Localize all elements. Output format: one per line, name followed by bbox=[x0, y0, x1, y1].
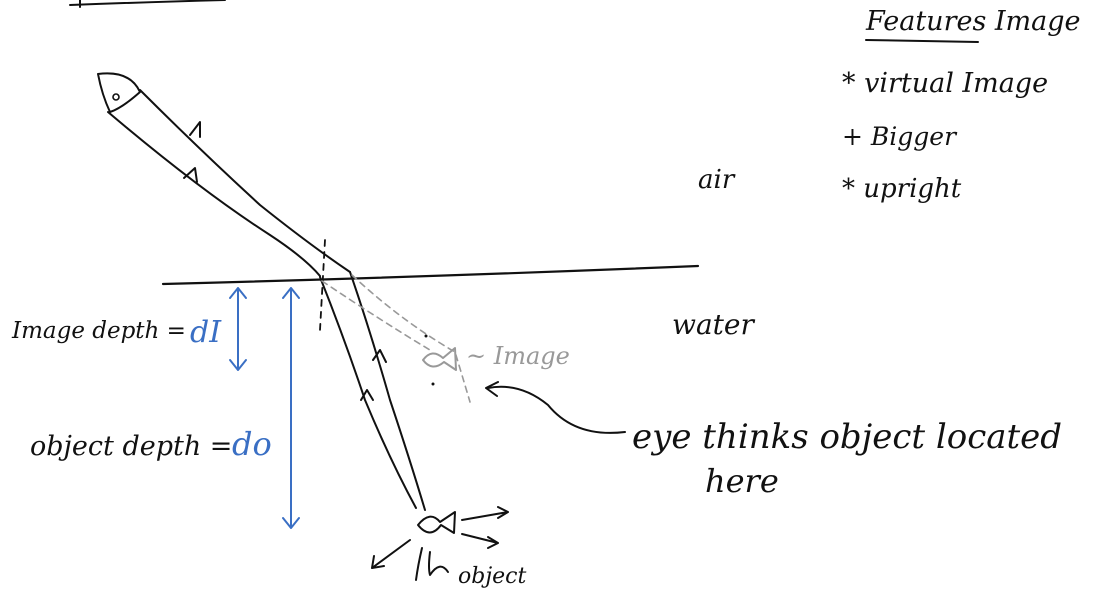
object-depth-symbol: do bbox=[232, 425, 272, 463]
feature-item-bigger: + Bigger bbox=[842, 122, 958, 151]
object-ray-3 bbox=[371, 539, 411, 569]
water-surface-line bbox=[161, 264, 700, 286]
image-fish-icon bbox=[422, 347, 457, 371]
object-fish-icon bbox=[417, 511, 456, 534]
arrow-water-left bbox=[360, 389, 374, 401]
object-depth-label: object depth = bbox=[30, 431, 232, 462]
eye-thinks-label-line2: here bbox=[705, 462, 779, 500]
extension-dashed-upper bbox=[351, 274, 471, 403]
image-label: ~ Image bbox=[466, 342, 570, 370]
image-dot-bottom bbox=[431, 382, 435, 386]
ray-air-upper bbox=[139, 89, 351, 273]
eye-icon bbox=[97, 72, 141, 113]
ray-water-left bbox=[319, 276, 417, 509]
eye-thinks-pointer-arrow bbox=[485, 381, 626, 434]
arrow-air-upper bbox=[189, 121, 201, 138]
object-label: object bbox=[458, 564, 526, 589]
image-depth-symbol: dI bbox=[190, 315, 222, 350]
partial-top-stroke bbox=[69, 0, 226, 6]
object-ray-1 bbox=[461, 506, 509, 521]
extension-dashed-lower bbox=[321, 280, 431, 351]
features-title: Features Image bbox=[865, 6, 1081, 37]
features-underline bbox=[865, 39, 979, 43]
object-ray-2 bbox=[461, 533, 499, 549]
feature-item-virtual: * virtual Image bbox=[842, 68, 1048, 99]
medium-air-label: air bbox=[698, 165, 736, 195]
image-depth-arrow bbox=[229, 287, 247, 371]
eye-thinks-label-line1: eye thinks object located bbox=[632, 417, 1062, 457]
image-dot-top bbox=[424, 334, 428, 338]
eye-pupil bbox=[112, 93, 120, 101]
object-depth-arrow bbox=[282, 287, 300, 529]
object-stand bbox=[415, 547, 449, 581]
medium-water-label: water bbox=[672, 308, 755, 341]
arrow-water-right bbox=[372, 349, 387, 363]
image-depth-label: Image depth = bbox=[11, 318, 186, 344]
arrow-air-lower bbox=[183, 167, 198, 183]
feature-item-upright: * upright bbox=[842, 174, 962, 204]
ray-air-lower bbox=[107, 111, 321, 277]
